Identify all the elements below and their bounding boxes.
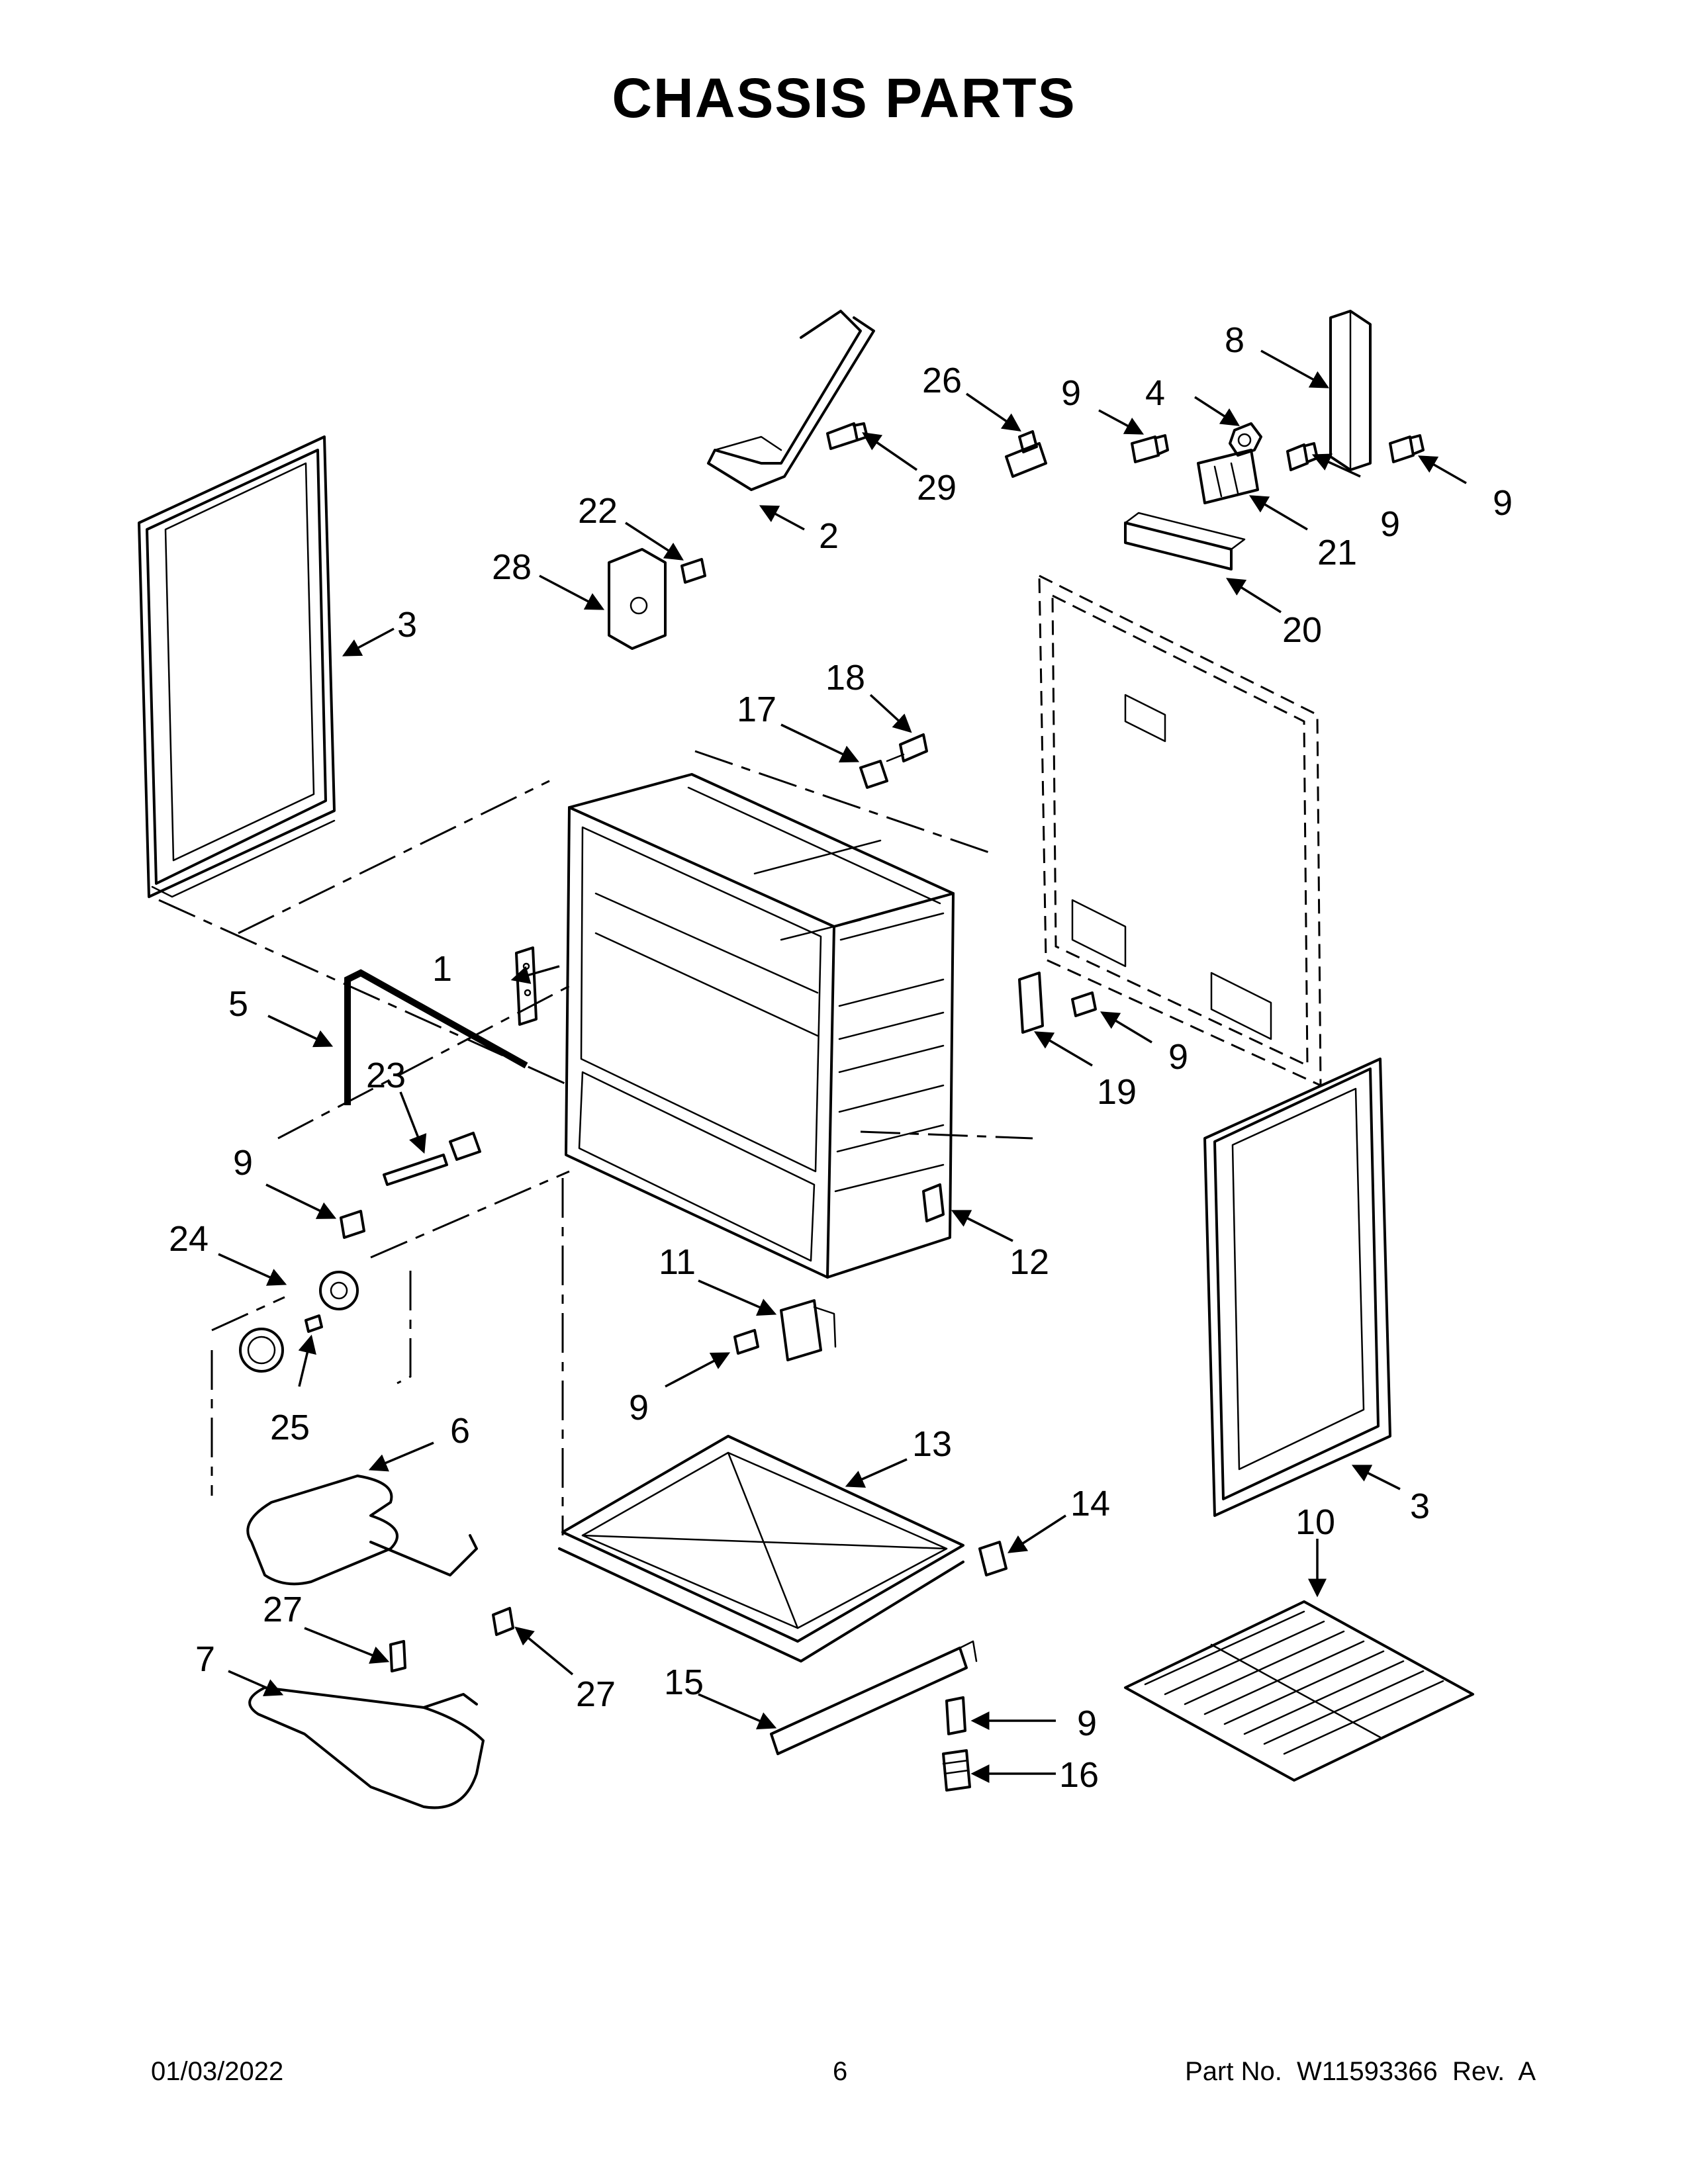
screw-22: [680, 558, 706, 584]
screw-29: [826, 422, 868, 450]
callout-5: 5: [228, 984, 248, 1024]
callout-9-top-a: 9: [1061, 373, 1081, 413]
assembly-line-3: [277, 985, 570, 1140]
callout-22: 22: [578, 491, 618, 531]
bracket-19: [1018, 972, 1044, 1034]
screw-9-left: [340, 1210, 365, 1239]
callout-19: 19: [1097, 1072, 1137, 1112]
callout-24: 24: [169, 1219, 209, 1259]
callout-6: 6: [450, 1411, 470, 1451]
footer-page-number: 6: [833, 2057, 848, 2086]
screw-9-11: [733, 1329, 759, 1355]
callout-27-right: 27: [576, 1674, 616, 1714]
bracket-21: [1197, 449, 1259, 504]
callout-16: 16: [1059, 1755, 1099, 1795]
bar-20: [1124, 512, 1246, 570]
callout-18: 18: [825, 658, 865, 698]
switch-24: [319, 1271, 359, 1310]
callout-2: 2: [819, 516, 839, 556]
oven-cavity: [565, 773, 955, 1279]
callout-9-left: 9: [233, 1143, 253, 1183]
channel-8: [1329, 310, 1372, 471]
callout-9-top-b: 9: [1380, 504, 1400, 544]
assembly-line-4: [370, 1170, 570, 1259]
nut-4: [1229, 422, 1262, 457]
leveling-leg-16: [942, 1749, 971, 1792]
callout-11: 11: [659, 1242, 696, 1282]
callout-14: 14: [1070, 1484, 1110, 1524]
leader-arrows: [218, 349, 1467, 1783]
screw-9-19: [1071, 991, 1097, 1017]
callout-20: 20: [1282, 610, 1322, 650]
callout-9-top-c: 9: [1493, 483, 1513, 523]
assembly-line-2: [238, 780, 550, 934]
clip-17: [859, 760, 888, 789]
rail-15: [770, 1640, 978, 1755]
callout-8: 8: [1225, 320, 1244, 360]
callout-3-right: 3: [1410, 1486, 1430, 1526]
shaft-25: [305, 1314, 323, 1333]
pin-18: [886, 733, 928, 762]
callout-3-left: 3: [397, 605, 417, 645]
callout-9-rear: 9: [1168, 1037, 1188, 1077]
callout-27-left: 27: [263, 1590, 303, 1629]
callout-23: 23: [366, 1056, 406, 1095]
gasket-5: [344, 969, 528, 1105]
switch-11: [780, 1299, 837, 1361]
callout-13: 13: [912, 1424, 952, 1464]
callout-12: 12: [1009, 1242, 1049, 1282]
broil-element-7: [248, 1686, 485, 1809]
callout-21: 21: [1317, 533, 1357, 572]
side-panel-right: [1203, 1058, 1391, 1517]
callout-25: 25: [270, 1408, 310, 1447]
side-panel-left: [138, 435, 336, 898]
callout-9-bottom: 9: [1077, 1704, 1097, 1743]
callout-7: 7: [195, 1639, 215, 1679]
footer-date: 01/03/2022: [151, 2057, 284, 2086]
knob-24: [239, 1328, 284, 1373]
page-title: CHASSIS PARTS: [612, 67, 1076, 129]
callout-9-mid: 9: [629, 1388, 649, 1428]
assembly-line-1: [158, 899, 570, 1087]
bottom-panel-13: [558, 1435, 964, 1662]
bake-element-6: [246, 1475, 478, 1586]
callout-1: 1: [432, 949, 452, 989]
assembly-line-6: [694, 750, 994, 855]
assembly-line-7: [860, 1130, 1033, 1140]
callout-26: 26: [922, 361, 962, 400]
bracket-28: [608, 548, 667, 650]
callout-29: 29: [917, 468, 957, 508]
screw-27-right: [492, 1607, 514, 1636]
knob-group-bracket: [211, 1271, 412, 1496]
callout-4: 4: [1145, 373, 1165, 413]
sensor-23: [383, 1132, 481, 1186]
top-bracket: [707, 310, 875, 491]
rear-panel: [1038, 574, 1322, 1087]
screw-27-left: [389, 1640, 406, 1672]
footer-part-number: Part No. W11593366 Rev. A: [1185, 2057, 1536, 2086]
callout-10: 10: [1295, 1502, 1335, 1542]
screw-9-top-c: [1389, 434, 1425, 463]
terminal-block-26: [1005, 430, 1047, 478]
screw-9-bottom: [945, 1696, 966, 1735]
callout-17: 17: [737, 690, 776, 729]
callout-28: 28: [492, 547, 532, 587]
screw-9-top-b: [1286, 442, 1319, 471]
oven-rack-10: [1124, 1600, 1474, 1782]
screw-9-top-a: [1131, 434, 1169, 463]
clip-14: [978, 1541, 1008, 1576]
screw-12: [922, 1183, 945, 1222]
callout-15: 15: [664, 1662, 704, 1702]
